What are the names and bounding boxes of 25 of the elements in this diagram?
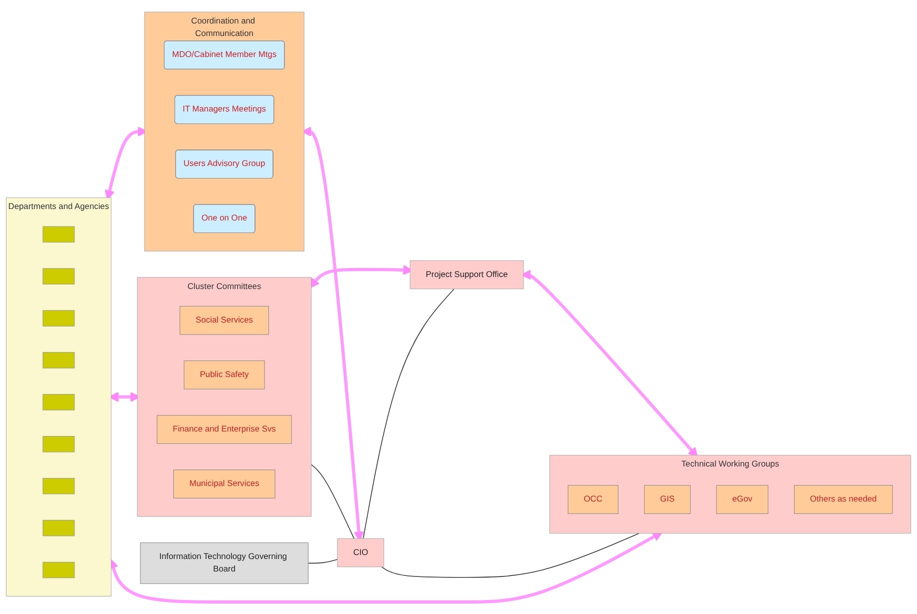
node-box: Others as needed [794, 485, 893, 514]
node-box: Municipal Services [173, 470, 276, 498]
node-box: Information Technology Governing Board [140, 542, 308, 584]
node-box: GIS [644, 485, 691, 514]
node-box [42, 226, 75, 242]
node-box: Public Safety [184, 360, 265, 390]
connector [381, 532, 640, 578]
cluster: Departments and Agencies [6, 197, 112, 596]
node-box [42, 394, 75, 410]
node-box [42, 562, 75, 578]
connector [362, 288, 454, 539]
node-box: CIO [337, 538, 384, 568]
node-box [42, 268, 75, 284]
node-box: OCC [568, 485, 618, 514]
node-box: eGov [716, 485, 768, 514]
node-box: Finance and Enterprise Svs [156, 415, 292, 444]
connector [310, 464, 354, 539]
node-box [42, 520, 75, 536]
node-box [42, 436, 75, 452]
node-box [42, 478, 75, 494]
connector [308, 559, 338, 564]
node-box: Project Support Office [410, 260, 524, 290]
node-box: Social Services [180, 306, 269, 335]
node-box [42, 310, 75, 326]
node-box [42, 352, 75, 368]
